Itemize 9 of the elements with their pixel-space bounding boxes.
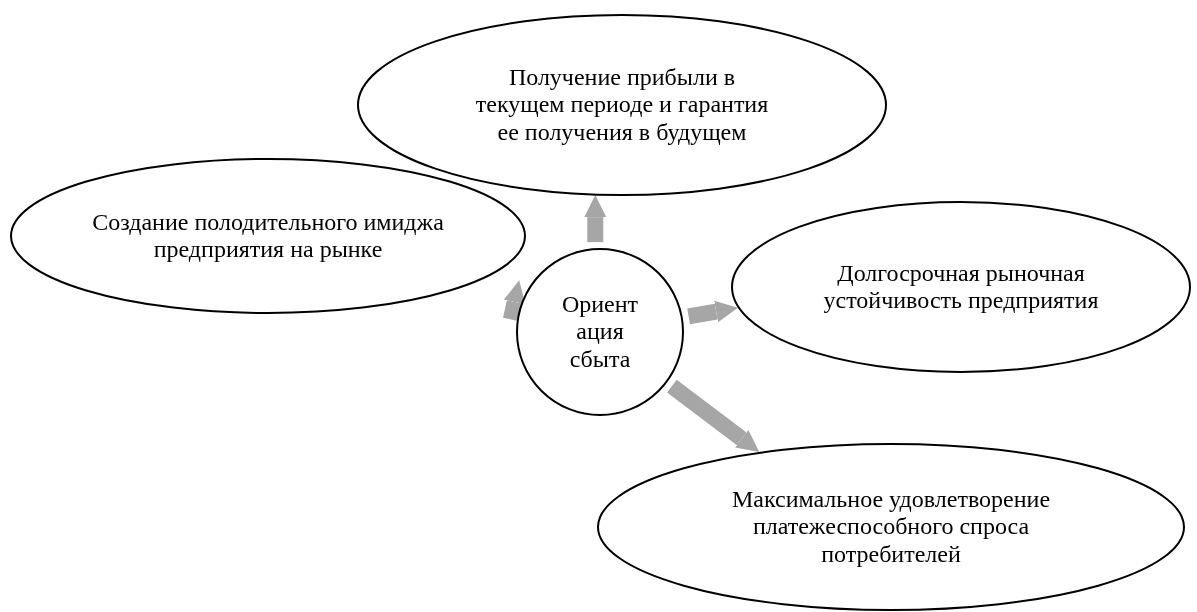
node-text: Получение прибыли в текущем периоде и гарантия ее получения в будущем [474,64,770,146]
node-text: Создание полодительного имиджа предприятия на рынке [91,208,445,264]
block-arrow [584,195,607,243]
node-text: Ориент ация сбыта [560,291,640,373]
block-arrow [667,379,760,453]
node-text: Максимальное удовлетворение платежеспособного спроса потребителей [730,486,1052,568]
node-text: Долгосрочная рыночная устойчивость предприятия [822,259,1100,315]
block-arrow [503,280,526,322]
block-arrow [687,300,738,325]
